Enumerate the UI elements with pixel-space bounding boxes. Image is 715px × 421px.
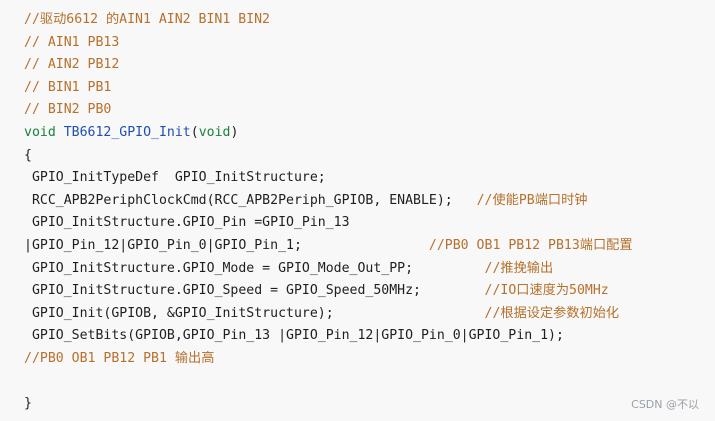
code-line-17: [24, 371, 633, 394]
code-line-11: |GPIO_Pin_12|GPIO_Pin_0|GPIO_Pin_1; //PB…: [24, 237, 633, 253]
code-line-3: // AIN2 PB12: [24, 57, 120, 73]
code-line-16: //PB0 OB1 PB12 PB1 输出高: [24, 350, 215, 366]
code-line-9: RCC_APB2PeriphClockCmd(RCC_APB2Periph_GP…: [24, 192, 588, 208]
csdn-watermark: CSDN @不以: [631, 398, 699, 411]
code-line-2: // AIN1 PB13: [24, 34, 120, 50]
code-line-12: GPIO_InitStructure.GPIO_Mode = GPIO_Mode…: [24, 260, 554, 276]
code-line-4: // BIN1 PB1: [24, 79, 112, 95]
code-line-1: //驱动6612 的AIN1 AIN2 BIN1 BIN2: [24, 12, 270, 27]
code-line-14: GPIO_Init(GPIOB, &GPIO_InitStructure); /…: [24, 305, 620, 321]
code-line-7: {: [24, 147, 32, 163]
code-line-10: GPIO_InitStructure.GPIO_Pin =GPIO_Pin_13: [24, 215, 350, 231]
code-line-5: // BIN2 PB0: [24, 102, 112, 118]
function-signature-line: void TB6612_GPIO_Init(void): [24, 124, 239, 140]
code-lines: //驱动6612 的AIN1 AIN2 BIN1 BIN2 // AIN1 PB…: [24, 9, 633, 416]
code-line-13: GPIO_InitStructure.GPIO_Speed = GPIO_Spe…: [24, 283, 609, 299]
code-line-15: GPIO_SetBits(GPIOB,GPIO_Pin_13 |GPIO_Pin…: [24, 328, 564, 344]
code-line-18: }: [24, 396, 32, 412]
code-line-8: GPIO_InitTypeDef GPIO_InitStructure;: [24, 170, 326, 186]
